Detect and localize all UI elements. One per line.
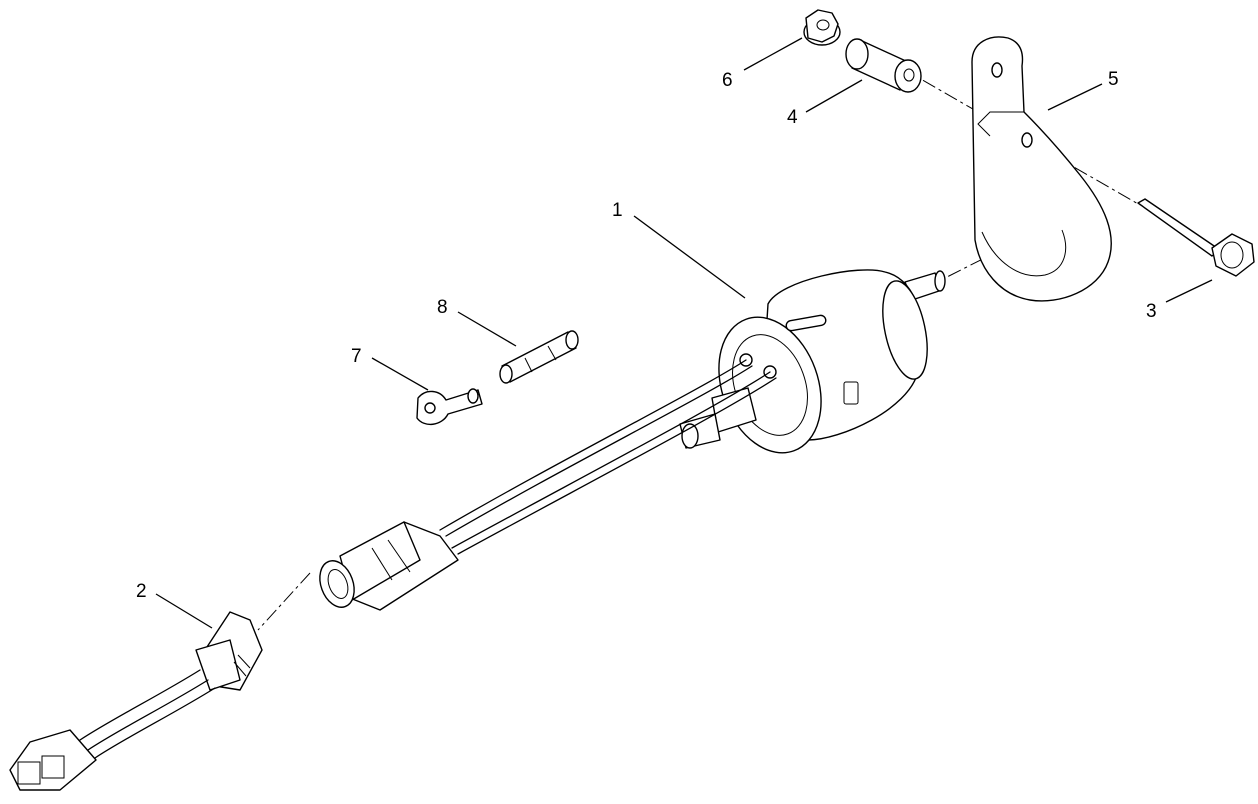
flange-bolt-part-3 (1137, 198, 1255, 277)
callout-5: 5 (1108, 69, 1119, 90)
fuse-part-8 (499, 330, 579, 384)
flange-nut-part-6 (803, 9, 841, 46)
callout-6: 6 (722, 70, 733, 91)
callout-2: 2 (136, 581, 147, 602)
pump-connector (319, 521, 459, 611)
jumper-harness-part-2 (9, 611, 263, 791)
leader-lines (155, 37, 1213, 629)
callout-8: 8 (437, 297, 448, 318)
callout-labels: 1 2 3 4 5 6 7 8 (136, 69, 1157, 602)
ring-terminal-part-7 (416, 388, 483, 425)
callout-1: 1 (612, 200, 623, 221)
callout-7: 7 (351, 346, 362, 367)
p-clamp-part-5 (971, 36, 1112, 302)
callout-3: 3 (1146, 301, 1157, 322)
fuel-pump-part-1 (679, 269, 946, 454)
spacer-part-4 (845, 38, 922, 93)
callout-4: 4 (787, 107, 798, 128)
pump-wire-leads (439, 359, 777, 555)
